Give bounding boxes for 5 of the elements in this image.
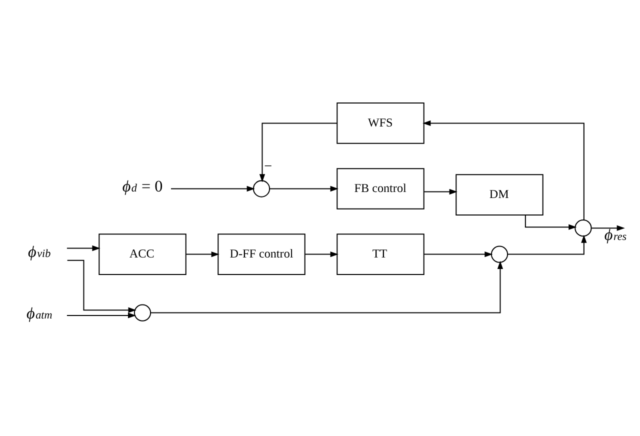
edge-label: ϕres (604, 226, 627, 244)
edge-label: − (264, 158, 272, 174)
node-text: ϕatm (26, 305, 52, 322)
node-text: ϕvib (28, 244, 51, 261)
node-text: ϕd = 0 (122, 178, 163, 196)
